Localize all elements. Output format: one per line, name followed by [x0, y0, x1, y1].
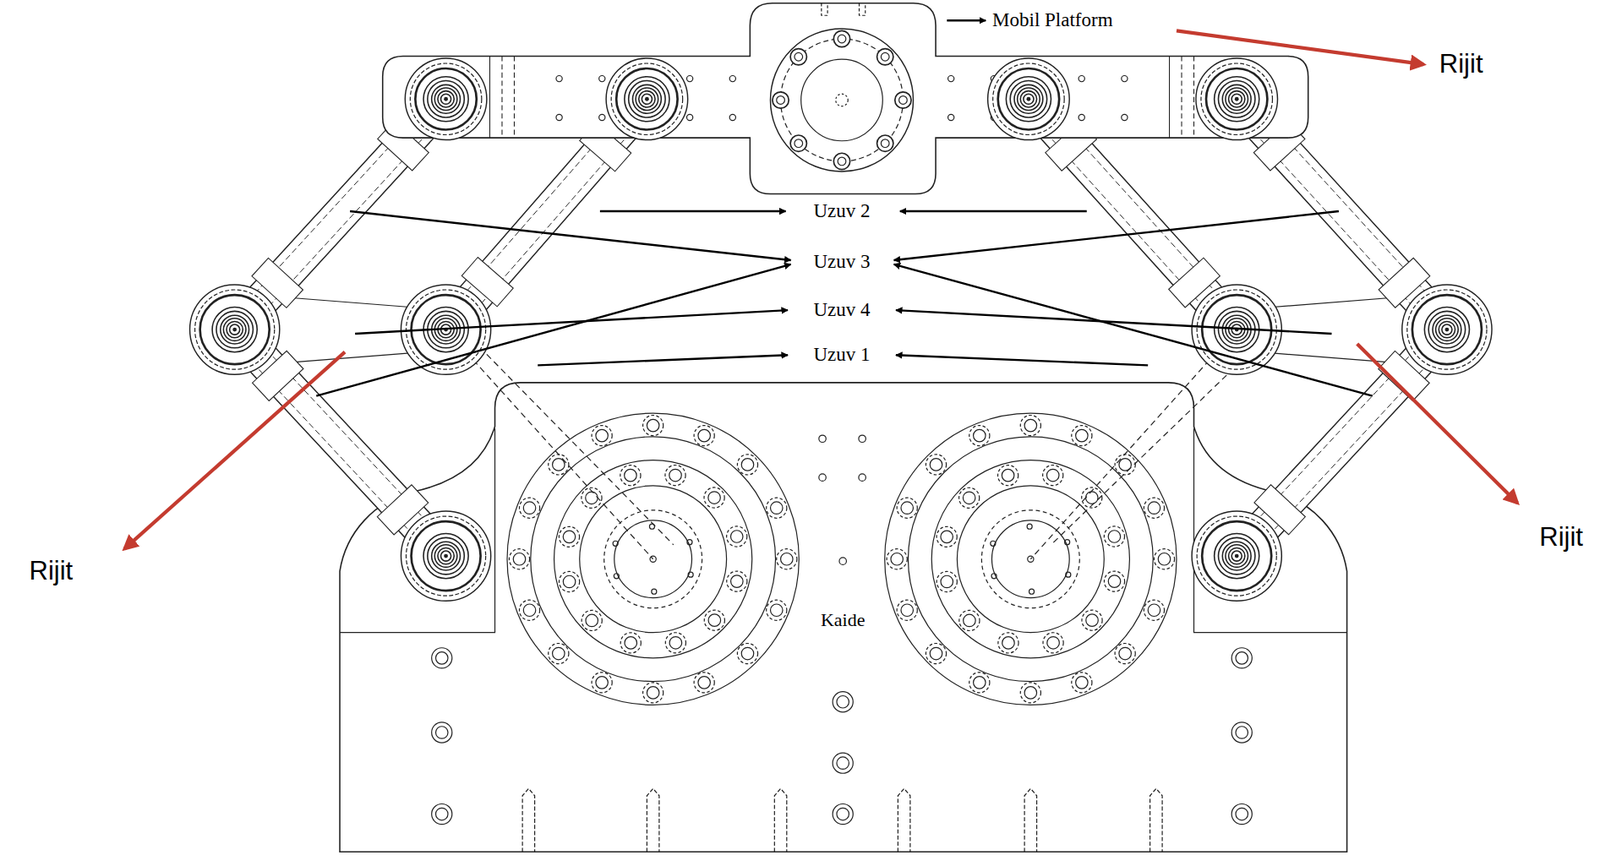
part-label: Mobil Platform [989, 9, 1115, 32]
mount-hole [1231, 722, 1252, 743]
leader-arrow [600, 210, 787, 213]
platform-hole [686, 114, 693, 121]
leader-arrow [900, 210, 1087, 213]
platform-line [489, 56, 491, 139]
platform-hole [1078, 75, 1085, 82]
rigid-callout-arrow [1176, 30, 1424, 65]
base-outline [339, 382, 1348, 852]
link-label: Uzuv 4 [810, 299, 873, 322]
platform-line [501, 56, 503, 139]
leader-arrow [354, 310, 788, 334]
revolute-joint [1195, 58, 1278, 141]
leader-arrow [895, 354, 1148, 366]
platform-hole [1121, 114, 1128, 121]
rigid-callout-arrow [1357, 344, 1519, 503]
mount-hole [431, 803, 453, 825]
leader-arrow [894, 211, 1339, 261]
tapped-hole [646, 788, 659, 852]
platform-hole [948, 114, 955, 121]
platform-hole [1121, 75, 1128, 82]
base-inner-line [339, 428, 1348, 633]
platform-line [1168, 56, 1170, 139]
link-label: Uzuv 3 [810, 251, 873, 274]
platform-hole [729, 114, 736, 121]
platform-hole [599, 75, 606, 82]
platform-hole [599, 114, 606, 121]
rigid-callout: Rijit [1536, 522, 1586, 553]
revolute-joint [988, 58, 1071, 141]
mount-hole [431, 722, 453, 743]
tapped-hole [522, 788, 535, 852]
small-hole [839, 557, 847, 565]
revolute-joint [606, 58, 689, 141]
rigid-callout: Rijit [27, 556, 77, 587]
part-label: Kaide [818, 609, 869, 631]
crank-hidden [472, 339, 674, 546]
platform-hole [948, 75, 955, 82]
small-hole [858, 435, 866, 443]
platform-hub [769, 28, 913, 172]
platform-line [513, 56, 515, 139]
platform-hole [556, 75, 563, 82]
tapped-hole [1150, 788, 1163, 852]
revolute-joint [400, 511, 491, 601]
revolute-joint [1402, 284, 1492, 375]
mount-hole [1231, 803, 1252, 825]
platform-line [1193, 56, 1195, 139]
tapped-hole [1024, 788, 1037, 852]
platform-line [1180, 56, 1182, 139]
rigid-callout-arrow [124, 352, 345, 550]
link-label: Uzuv 2 [810, 200, 873, 223]
small-hole [819, 474, 826, 481]
small-hole [858, 474, 866, 481]
link-label: Uzuv 1 [810, 344, 873, 366]
tapped-hole [774, 788, 787, 852]
tapped-hole [897, 788, 910, 852]
mount-hole [832, 803, 853, 825]
small-hole [819, 435, 826, 443]
leader-arrow [895, 310, 1333, 334]
leader-arrow [349, 211, 792, 261]
leader-arrow [316, 264, 791, 397]
platform-hole [729, 75, 736, 82]
tapped-hole [859, 3, 866, 16]
platform-hole [686, 75, 693, 82]
platform-hole [1078, 114, 1085, 121]
tapped-hole [821, 3, 828, 16]
revolute-joint [1191, 511, 1282, 601]
mount-hole [832, 753, 853, 774]
platform-hole [556, 114, 563, 121]
revolute-joint [404, 58, 487, 141]
mount-hole [431, 648, 453, 669]
leader-arrow [894, 264, 1373, 397]
leader-arrow [946, 19, 986, 22]
mount-hole [1231, 648, 1252, 669]
revolute-joint [190, 284, 280, 375]
platform-outline [382, 3, 1309, 195]
mount-hole [832, 692, 853, 713]
leader-arrow [537, 354, 788, 366]
rigid-callout: Rijit [1436, 49, 1486, 80]
